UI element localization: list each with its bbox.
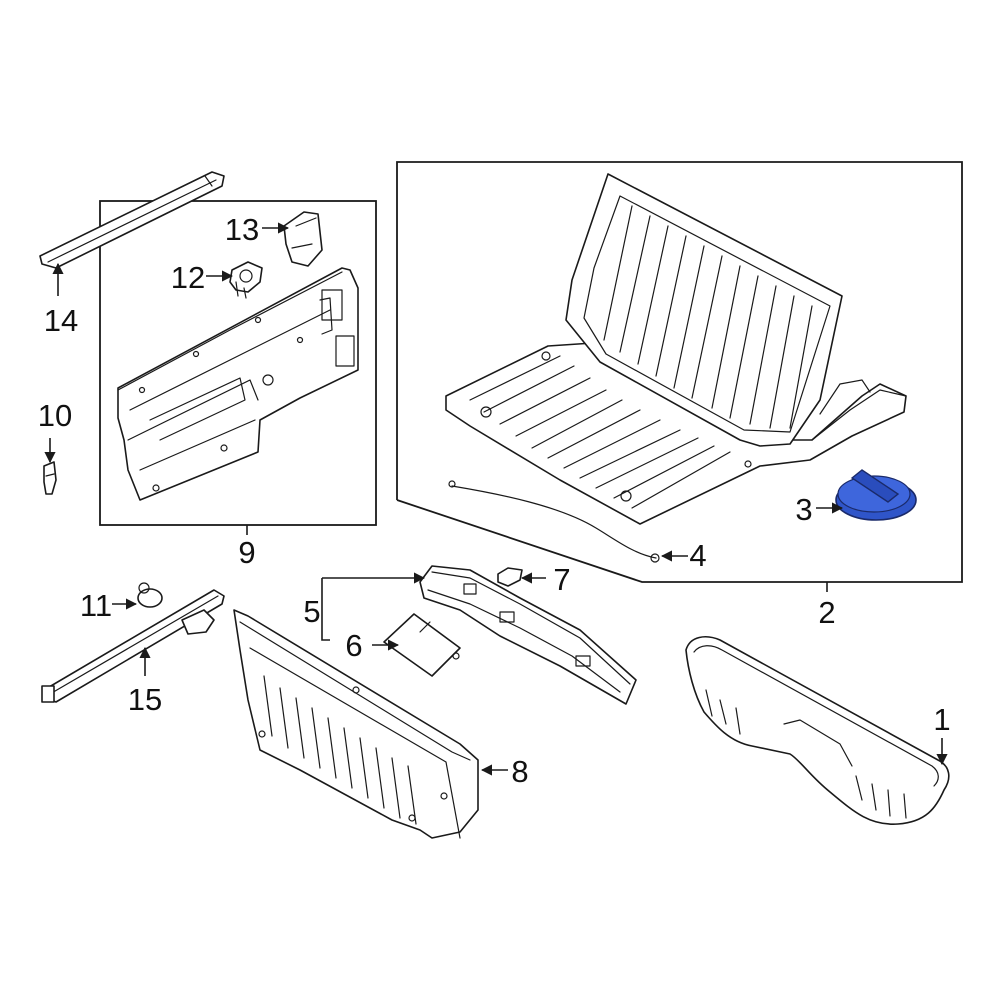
part-13-bracket[interactable] — [283, 211, 323, 267]
callout-1[interactable]: 1 — [933, 702, 950, 737]
part-7-pad[interactable] — [497, 567, 523, 587]
group-box-9 — [99, 200, 377, 535]
part-12-latch[interactable] — [229, 261, 263, 299]
part-11-hook[interactable] — [137, 582, 163, 608]
part-6-cover-plate[interactable] — [383, 613, 461, 677]
callout-6[interactable]: 6 — [345, 628, 362, 663]
part-3-grip — [850, 469, 900, 503]
leader-5-bracket — [321, 578, 330, 641]
part-9-bed-side-panel[interactable] — [117, 267, 359, 501]
part-14-rail-cap[interactable] — [39, 171, 225, 269]
callout-7[interactable]: 7 — [553, 562, 570, 597]
part-3-top — [837, 475, 911, 513]
part-15-rail[interactable] — [41, 589, 225, 703]
leader-lines — [44, 222, 948, 776]
part-1-storage-bin[interactable] — [685, 636, 950, 825]
callout-11[interactable]: 11 — [80, 588, 112, 623]
callout-13[interactable]: 13 — [225, 212, 259, 247]
callout-5[interactable]: 5 — [303, 594, 320, 629]
callout-2[interactable]: 2 — [818, 595, 835, 630]
part-8-bed-divider[interactable] — [233, 609, 479, 839]
callout-8[interactable]: 8 — [511, 754, 528, 789]
callout-9[interactable]: 9 — [238, 535, 255, 570]
part-3-cap-highlighted[interactable] — [835, 469, 917, 521]
group-box-2 — [396, 161, 963, 592]
callout-3[interactable]: 3 — [795, 492, 812, 527]
callout-labels: 1 2 3 4 5 6 7 8 9 10 11 12 13 14 15 — [38, 212, 951, 789]
callout-15[interactable]: 15 — [128, 682, 162, 717]
part-4-cable[interactable] — [448, 480, 660, 563]
callout-10[interactable]: 10 — [38, 398, 72, 433]
callout-4[interactable]: 4 — [689, 538, 706, 573]
callout-12[interactable]: 12 — [171, 260, 205, 295]
part-10-clip[interactable] — [43, 461, 57, 495]
part-2-load-floor[interactable] — [445, 173, 907, 525]
callout-14[interactable]: 14 — [44, 303, 78, 338]
part-5-cross-member[interactable] — [419, 565, 637, 705]
